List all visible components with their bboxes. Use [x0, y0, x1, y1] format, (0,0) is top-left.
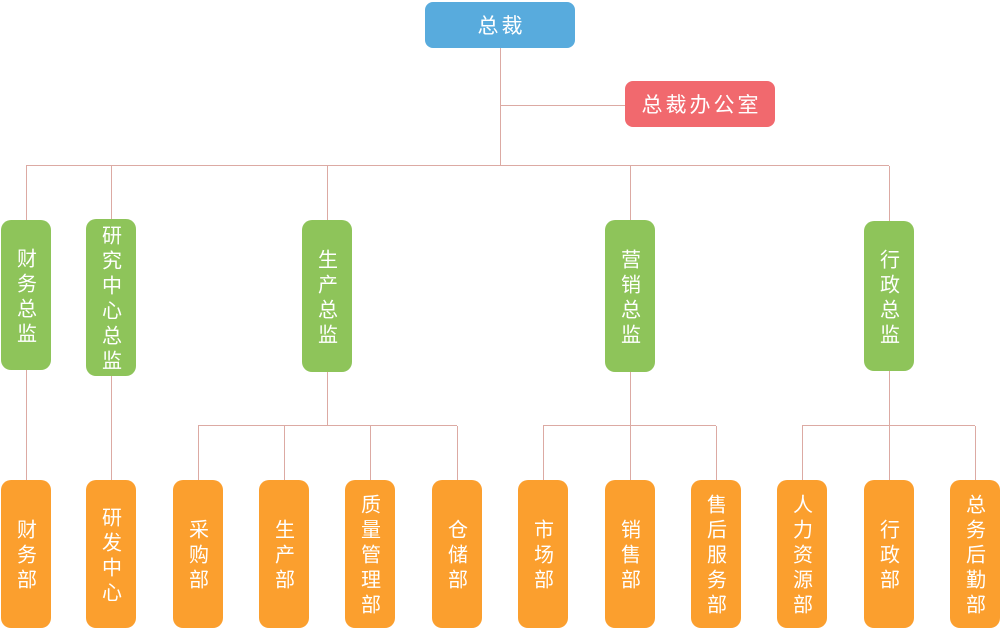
node-production-dept[interactable]: 生产部	[259, 480, 309, 628]
connector-admin-stem	[889, 369, 890, 425]
connector-drop-quality	[370, 426, 371, 480]
node-market-dept[interactable]: 市场部	[518, 480, 568, 628]
node-research-center-director[interactable]: 研究中心总监	[86, 219, 136, 376]
node-general-logistics-dept[interactable]: 总务后勤部	[950, 480, 1000, 628]
connector-admin-rail	[802, 425, 975, 426]
connector-drop-production-director	[327, 166, 328, 222]
connector-drop-sales	[630, 426, 631, 480]
connector-drop-production-dept	[284, 426, 285, 480]
node-president-office[interactable]: 总裁办公室	[625, 81, 775, 127]
node-president[interactable]: 总裁	[425, 2, 575, 48]
connector-drop-after-sales	[716, 426, 717, 480]
node-production-director[interactable]: 生产总监	[302, 220, 352, 372]
connector-production-rail	[198, 425, 457, 426]
node-rnd-center[interactable]: 研发中心	[86, 480, 136, 628]
connector-drop-finance-director	[26, 166, 27, 222]
node-admin-director[interactable]: 行政总监	[864, 221, 914, 371]
connector-marketing-rail	[543, 425, 716, 426]
connector-main-rail	[26, 165, 889, 166]
connector-marketing-stem	[630, 370, 631, 425]
node-sales-dept[interactable]: 销售部	[605, 480, 655, 628]
connector-drop-hr	[802, 426, 803, 480]
connector-drop-general-logistics	[975, 426, 976, 480]
connector-drop-warehouse	[457, 426, 458, 480]
connector-drop-market	[543, 426, 544, 480]
connector-finance-to-dept	[26, 368, 27, 480]
node-warehouse-dept[interactable]: 仓储部	[432, 480, 482, 628]
connector-president-office-link	[500, 105, 625, 106]
node-quality-management-dept[interactable]: 质量管理部	[345, 480, 395, 628]
node-hr-dept[interactable]: 人力资源部	[777, 480, 827, 628]
connector-drop-admin-dept	[889, 426, 890, 480]
connector-drop-marketing-director	[630, 166, 631, 222]
connector-drop-purchasing	[198, 426, 199, 480]
connector-drop-admin-director	[889, 166, 890, 223]
node-finance-dept[interactable]: 财务部	[1, 480, 51, 628]
node-finance-director[interactable]: 财务总监	[1, 220, 51, 370]
node-purchasing-dept[interactable]: 采购部	[173, 480, 223, 628]
node-marketing-director[interactable]: 营销总监	[605, 220, 655, 372]
connector-drop-research-director	[111, 166, 112, 221]
connector-production-stem	[327, 370, 328, 425]
connector-research-to-dept	[111, 374, 112, 480]
node-admin-dept[interactable]: 行政部	[864, 480, 914, 628]
node-after-sales-service-dept[interactable]: 售后服务部	[691, 480, 741, 628]
